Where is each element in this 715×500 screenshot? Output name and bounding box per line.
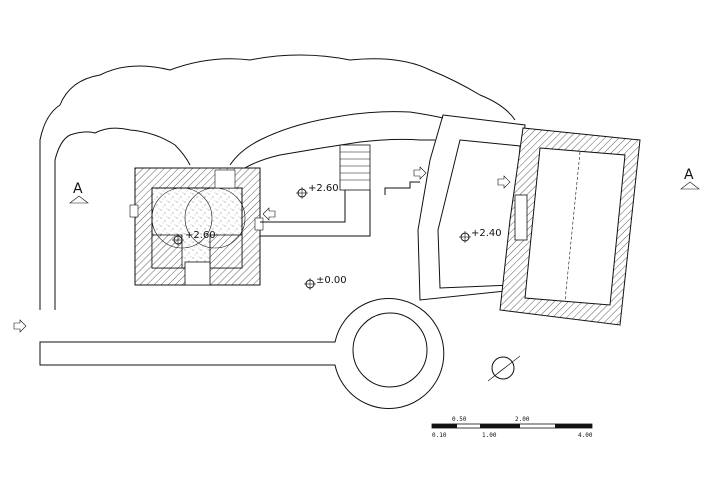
hollow-arrow-icon (413, 166, 427, 180)
level-ground: ±0.00 (316, 275, 347, 286)
hollow-arrow-icon (497, 175, 511, 189)
crosshair-circle-icon (296, 187, 308, 199)
crosshair-circle-icon (172, 234, 184, 246)
scale-label-0-10: 0.10 (432, 432, 447, 439)
scale-label-2-00: 2.00 (515, 416, 530, 423)
scale-bar: 0.50 2.00 0.10 1.00 4.00 (431, 416, 593, 439)
level-cistern: +2.60 (185, 230, 216, 241)
scale-label-1-00: 1.00 (482, 432, 497, 439)
road-turnaround (39, 298, 445, 409)
section-arrow-icon (680, 181, 700, 190)
crosshair-circle-icon (304, 278, 316, 290)
section-arrow-icon (69, 195, 89, 204)
scale-label-0-50: 0.50 (452, 416, 467, 423)
crosshair-circle-icon (459, 231, 471, 243)
cistern-building (129, 167, 264, 286)
north-arrow-icon (487, 355, 521, 382)
terrain-outline (39, 54, 516, 310)
hollow-arrow-icon (13, 319, 27, 333)
level-hall: +2.40 (471, 228, 502, 239)
walkway (260, 144, 371, 237)
main-building (417, 114, 641, 326)
scale-label-4-00: 4.00 (578, 432, 593, 439)
section-mark-right: A (684, 167, 694, 183)
hollow-arrow-icon (262, 207, 276, 221)
level-terrace: +2.60 (308, 183, 339, 194)
section-mark-left: A (73, 181, 83, 197)
